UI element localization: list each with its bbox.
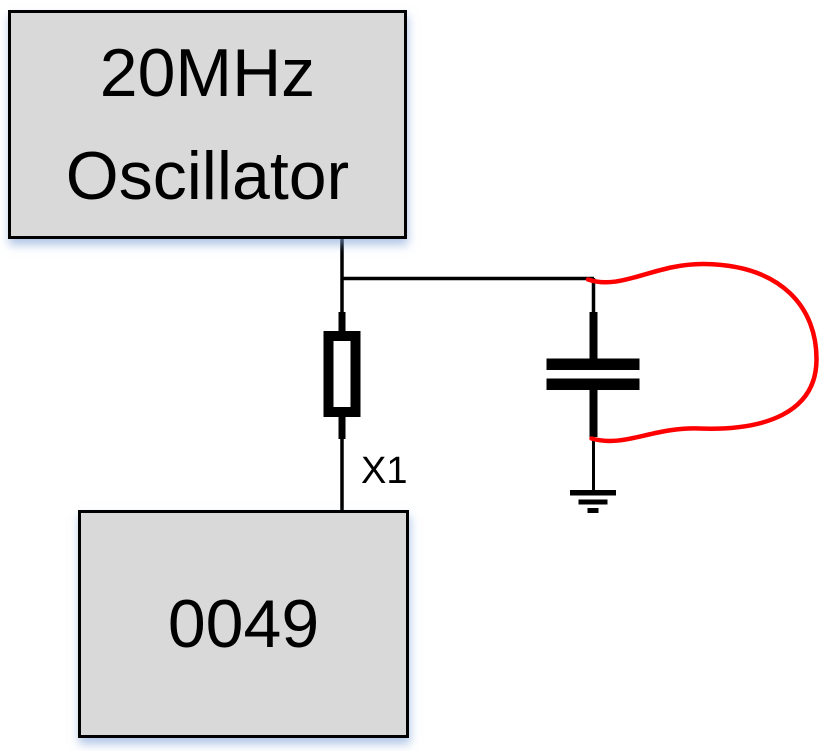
capacitor-plate-bottom [546, 378, 640, 390]
oscillator-label-line2: Oscillator [65, 137, 350, 214]
oscillator-box: 20MHz Oscillator [8, 10, 407, 239]
ic-box: 0049 [78, 510, 409, 738]
red-annotation-loop [585, 261, 819, 444]
ic-label: 0049 [167, 586, 320, 662]
net-label-x1: X1 [361, 450, 408, 492]
oscillator-label-line1: 20MHz [99, 34, 316, 111]
ground-bar-middle [578, 499, 608, 505]
ground-symbol [570, 490, 616, 513]
ground-bar-top [570, 490, 616, 496]
ground-bar-bottom [587, 508, 599, 513]
resistor-symbol [323, 312, 361, 439]
resistor-body [323, 331, 361, 417]
capacitor-symbol [546, 278, 640, 437]
capacitor-plate-top [546, 358, 640, 370]
